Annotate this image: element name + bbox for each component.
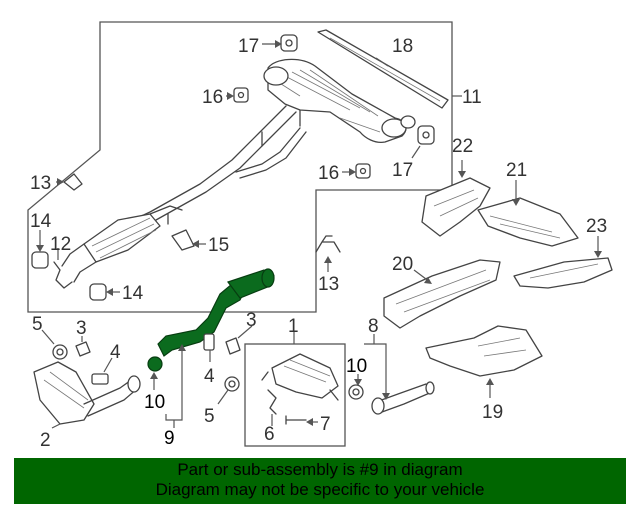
hanger-12[interactable] xyxy=(53,261,73,289)
catalytic-converter-1[interactable] xyxy=(261,353,339,401)
callout-13-left: 13 xyxy=(30,173,51,194)
clamp-10-right[interactable] xyxy=(348,384,364,400)
callout-14-bottom: 14 xyxy=(122,283,144,304)
callout-13-right: 13 xyxy=(318,274,339,295)
intermediate-pipe-9[interactable] xyxy=(147,268,275,372)
nut-5-right[interactable] xyxy=(224,376,240,392)
callout-12: 12 xyxy=(50,234,71,255)
gasket-14-bottom[interactable] xyxy=(89,283,107,301)
gasket-3-left[interactable] xyxy=(75,341,91,357)
heat-shield-19[interactable] xyxy=(425,325,543,377)
footer-line-1: Part or sub-assembly is #9 in diagram xyxy=(177,460,463,479)
callout-14-top: 14 xyxy=(30,211,52,232)
callout-3-right: 3 xyxy=(246,310,257,331)
heat-shield-23[interactable] xyxy=(513,257,613,289)
assembly-11-outline xyxy=(27,21,453,313)
callout-23: 23 xyxy=(586,216,607,237)
callout-18: 18 xyxy=(392,36,413,57)
callout-10-right: 10 xyxy=(346,356,367,377)
callout-9: 9 xyxy=(164,428,175,449)
bolt-7[interactable] xyxy=(285,415,307,425)
nut-5-left[interactable] xyxy=(52,344,68,360)
tail-pipe-8[interactable] xyxy=(371,381,435,415)
callout-15: 15 xyxy=(208,235,229,256)
hanger-16-mid[interactable] xyxy=(355,163,371,179)
callout-21: 21 xyxy=(506,160,527,181)
callout-17-mid: 17 xyxy=(392,160,413,181)
callout-4-right: 4 xyxy=(204,366,215,387)
callout-22: 22 xyxy=(452,136,473,157)
callout-1: 1 xyxy=(288,316,299,337)
callout-11: 11 xyxy=(462,87,482,108)
callout-16-mid: 16 xyxy=(318,163,339,184)
callout-3-left: 3 xyxy=(76,318,87,339)
callout-7: 7 xyxy=(320,414,331,435)
heat-shield-20[interactable] xyxy=(383,259,501,329)
callout-19: 19 xyxy=(482,402,503,423)
bracket-15[interactable] xyxy=(171,229,195,251)
bracket-13-right[interactable] xyxy=(315,235,341,253)
gasket-14-top[interactable] xyxy=(31,251,49,269)
assembly-1-outline xyxy=(244,343,346,447)
leader-lines xyxy=(36,40,602,429)
bolt-4-left[interactable] xyxy=(91,373,109,385)
hanger-17-mid[interactable] xyxy=(417,125,435,145)
callout-17-top: 17 xyxy=(238,36,259,57)
callout-2: 2 xyxy=(40,430,51,451)
gasket-3-right[interactable] xyxy=(225,337,241,355)
callout-10-left: 10 xyxy=(144,392,165,413)
callout-4-left: 4 xyxy=(110,342,121,363)
heat-shield-22[interactable] xyxy=(421,177,491,237)
hanger-17-top[interactable] xyxy=(280,34,298,52)
hanger-16-top[interactable] xyxy=(233,87,249,103)
callout-6: 6 xyxy=(264,424,275,445)
callout-20: 20 xyxy=(392,254,413,275)
footer-line-2: Diagram may not be specific to your vehi… xyxy=(155,480,485,499)
front-pipe-2[interactable] xyxy=(33,361,141,425)
callout-5-left: 5 xyxy=(32,314,43,335)
footer-banner: Part or sub-assembly is #9 in diagram Di… xyxy=(14,458,626,504)
callout-5-right: 5 xyxy=(204,406,215,427)
rear-muffler-assembly[interactable] xyxy=(61,58,416,283)
bolt-4-right[interactable] xyxy=(203,333,215,351)
heat-shield-21[interactable] xyxy=(477,197,579,247)
callout-labels: 17 18 11 16 16 17 13 14 12 14 15 13 22 2… xyxy=(30,36,607,451)
hanger-13-left[interactable] xyxy=(63,173,83,191)
callout-16-top: 16 xyxy=(202,87,223,108)
clip-6[interactable] xyxy=(267,389,277,415)
callout-8: 8 xyxy=(368,316,379,337)
heat-strip-18[interactable] xyxy=(317,29,449,109)
